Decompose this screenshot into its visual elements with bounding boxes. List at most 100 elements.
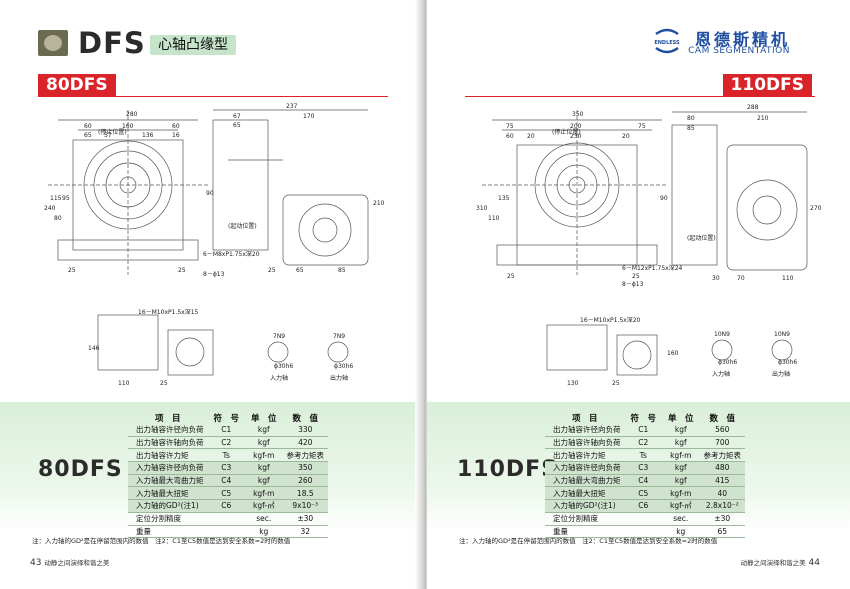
spec-header-item: 项 目: [571, 413, 598, 424]
model-tag: 80DFS: [38, 74, 116, 97]
spec-cell-symbol: [624, 512, 663, 526]
spec-cell-value: ±30: [282, 512, 329, 526]
key-input-spec: 7N9: [273, 333, 285, 340]
drawing-lower-views: [97, 314, 349, 376]
note-start-position: (起动位置): [687, 234, 716, 242]
dim-label: 135: [498, 195, 510, 202]
note-stop-position: (停止位置): [98, 128, 127, 136]
dim-label: 170: [303, 113, 315, 120]
dim-label: 20: [622, 133, 630, 140]
page-number: 43: [30, 558, 42, 568]
dim-label: 237: [286, 103, 298, 110]
spec-header-unit: 单 位: [251, 413, 277, 424]
spec-header-unit: 单 位: [668, 413, 694, 424]
dim-label: 270: [810, 205, 822, 212]
spec-cell-value: 260: [282, 474, 329, 488]
spec-cell-value: 420: [282, 436, 329, 450]
spec-cell-item: 入力轴的GD²(注1): [545, 499, 625, 513]
spec-cell-value: 9x10⁻³: [282, 499, 329, 513]
spec-header-symbol: 符 号: [630, 413, 657, 424]
dim-label: 230: [570, 133, 582, 140]
series-subtitle: 心轴凸缘型: [150, 35, 236, 55]
dim-label: 90: [660, 195, 668, 202]
shaft-output-label: 出力轴: [330, 374, 348, 382]
spec-cell-value: 415: [699, 474, 746, 488]
spec-cell-item: 入力轴的GD²(注1): [128, 499, 208, 513]
spec-cell-unit: kg: [662, 525, 700, 539]
technical-drawing: 350 75 200 75 60 20 230 20 288 80 210 85…: [476, 104, 822, 387]
spec-cell-item: 入力轴最大扭矩: [545, 486, 625, 501]
spec-cell-value: 40: [699, 486, 746, 501]
dim-label: 310: [476, 205, 488, 212]
spec-cell-unit: sec.: [245, 512, 283, 526]
dim-label: 85: [338, 267, 346, 274]
dim-label: 160: [667, 350, 679, 357]
footnote: 注：入力轴的GD²是在停留范围内的数值 注2：C1至C5数值是达到安全系数=2时…: [32, 537, 291, 545]
spec-cell-item: 重量: [128, 525, 208, 539]
dim-label: 130: [567, 380, 579, 387]
drawing-front-view: [482, 110, 667, 275]
spec-cell-unit: kgf-m: [662, 486, 700, 501]
brand-logo-icon: ENDLESS: [654, 28, 680, 54]
spec-cell-item: 出力轴容许力矩: [128, 448, 208, 463]
dim-label: 85: [687, 125, 695, 132]
spec-cell-unit: kgf-m: [662, 448, 700, 463]
spec-cell-unit: kgf-m: [245, 448, 283, 463]
dim-label: 200: [570, 123, 582, 130]
dim-label: 280: [126, 111, 138, 118]
spec-cell-unit: kgf: [662, 461, 700, 475]
drawing-side-view: [212, 109, 369, 266]
spec-cell-value: 65: [699, 525, 746, 539]
spec-header-value: 数 值: [292, 413, 319, 424]
spec-cell-symbol: C5: [624, 486, 663, 501]
dim-label: 136: [142, 132, 154, 139]
hole-spec: 8－ϕ13: [203, 271, 225, 278]
page-number: 44: [808, 558, 820, 568]
brand-name-en: CAM SEGMENTATION: [688, 46, 790, 56]
dim-label: 115: [50, 195, 62, 202]
spec-cell-item: 出力轴容许径向负荷: [545, 424, 625, 437]
spec-cell-unit: kgf: [245, 436, 283, 450]
spec-cell-symbol: C1: [207, 424, 246, 437]
spec-cell-value: 480: [699, 461, 746, 475]
shaft-output-label: 出力轴: [772, 370, 790, 378]
dim-label: 20: [527, 133, 535, 140]
spec-cell-value: ±30: [699, 512, 746, 526]
spec-cell-value: 350: [282, 461, 329, 475]
spec-cell-symbol: C2: [207, 436, 246, 450]
spec-cell-value: 参考力矩表: [282, 448, 329, 463]
bolt-spec: 6－M8xP1.75x深20: [203, 250, 260, 258]
spec-cell-symbol: C1: [624, 424, 663, 437]
dim-label: 25: [268, 267, 276, 274]
divider: [38, 96, 388, 97]
right-page: ENDLESS 恩德斯精机 CAM SEGMENTATION 110DFS: [427, 0, 850, 589]
spec-cell-symbol: C3: [207, 461, 246, 475]
spec-cell-symbol: C4: [207, 474, 246, 488]
spec-cell-symbol: C4: [624, 474, 663, 488]
dim-label: 57: [104, 132, 112, 139]
shaft-output-dim: ϕ30h6: [334, 363, 353, 370]
dim-label: 110: [118, 380, 130, 387]
dim-label: 67: [233, 113, 241, 120]
dim-label: 60: [84, 123, 92, 130]
spec-header-item: 项 目: [154, 413, 181, 424]
brand-name-cn: 恩德斯精机: [694, 30, 790, 49]
dim-label: 65: [296, 267, 304, 274]
dim-label: 240: [44, 205, 56, 212]
dim-label: 288: [747, 104, 759, 111]
dim-label: 30: [712, 275, 720, 282]
dim-label: 90: [206, 190, 214, 197]
spec-cell-symbol: [207, 512, 246, 526]
dim-label: 25: [612, 380, 620, 387]
spec-cell-value: 32: [282, 525, 329, 539]
key-output-spec: 7N9: [333, 333, 345, 340]
series-title: DFS: [78, 26, 146, 60]
note-stop-position: (停止位置): [552, 128, 581, 136]
drawing-lower-views: [546, 324, 793, 376]
